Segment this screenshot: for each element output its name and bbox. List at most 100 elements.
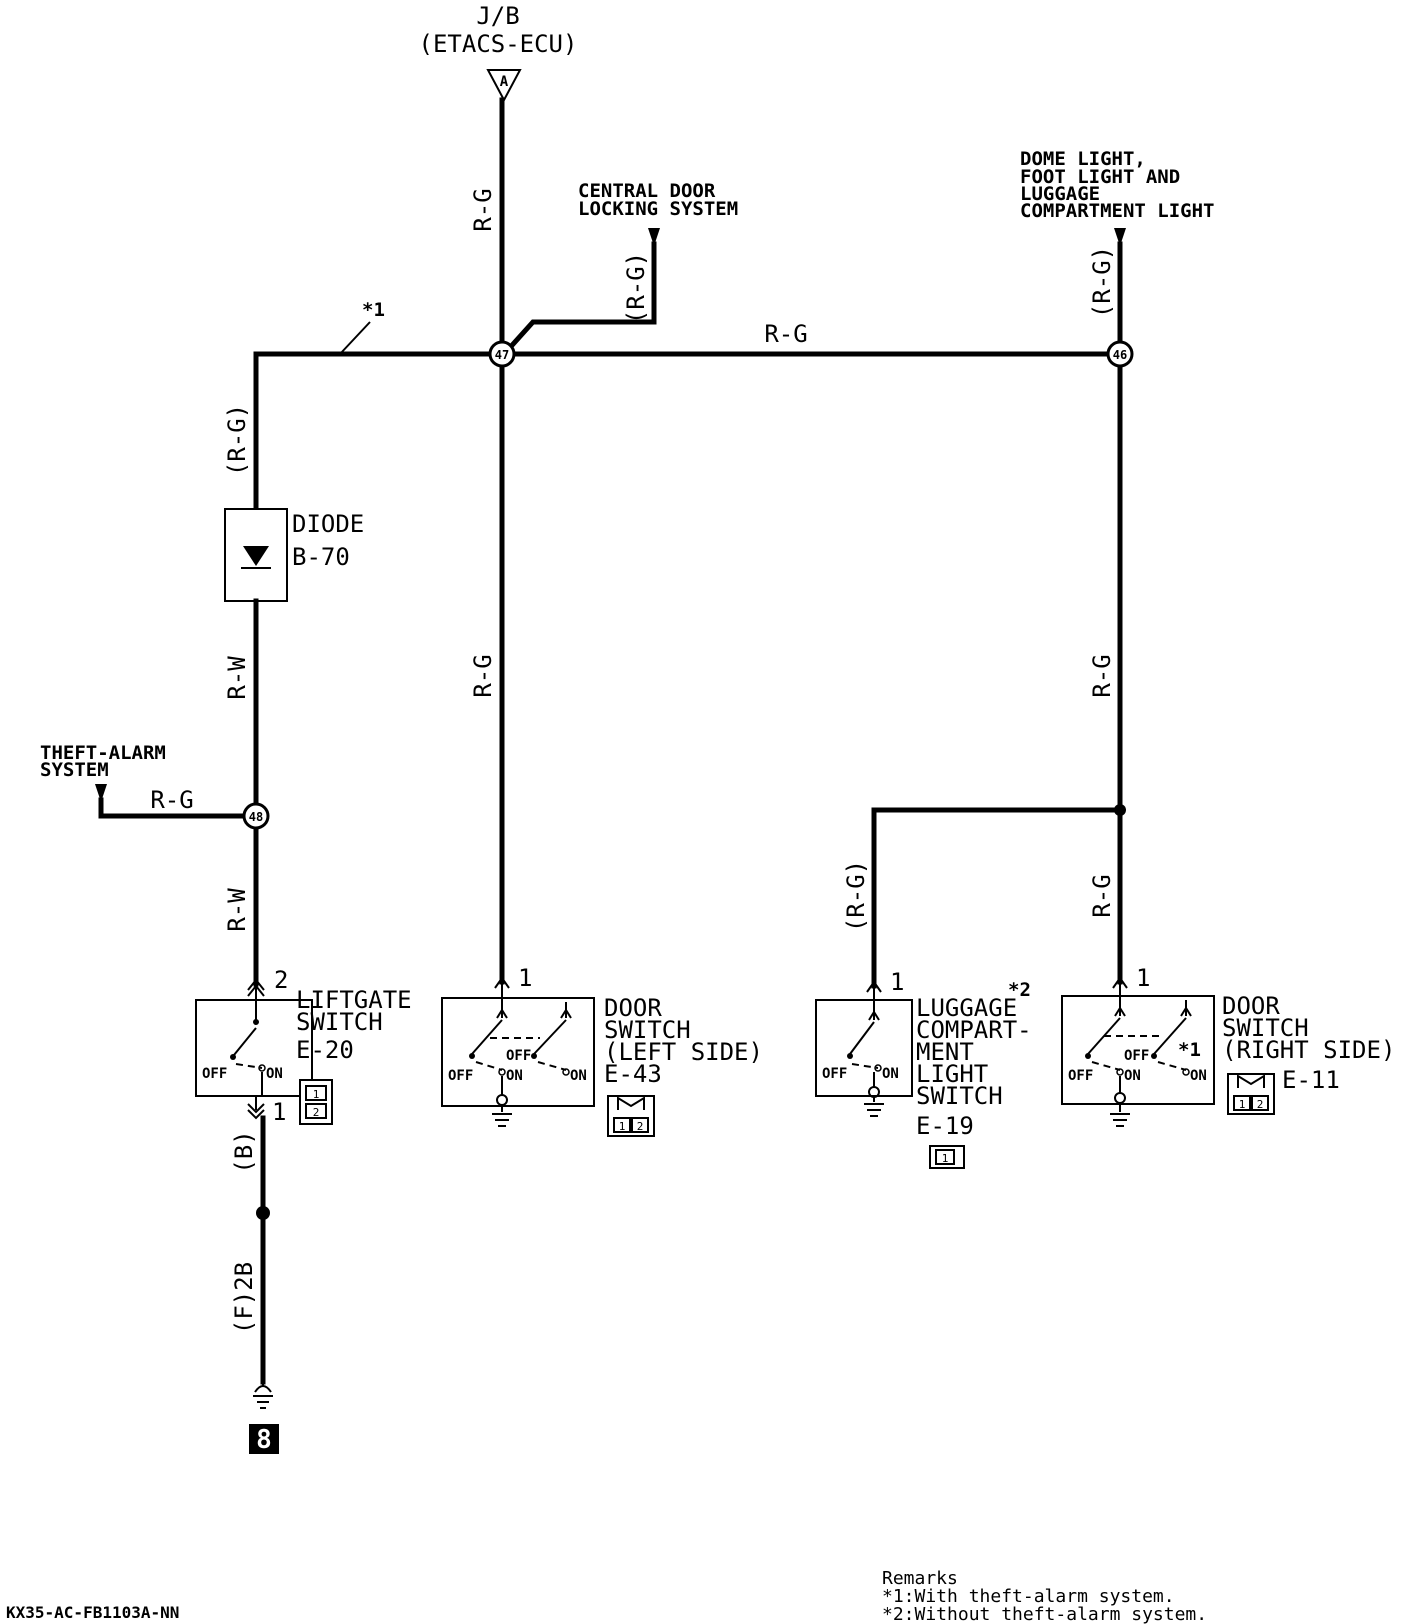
luggage-light-switch: 1 OFF ON *2 LUGGAGE COMPART- MENT LIGHT … (815, 968, 1032, 1169)
wire-label-right-vertical: R-G (1088, 654, 1116, 697)
liftgate-off-label: OFF (202, 1066, 227, 1082)
central-destination-line1: CENTRAL DOOR (578, 180, 716, 202)
left-door-switch: 1 OFF OFF ON ON DOOR SWITCH (LEFT SIDE) … (441, 964, 763, 1137)
junction-46-label: 46 (1113, 348, 1127, 362)
central-arrow-icon (648, 228, 660, 246)
dome-arrow-icon (1114, 228, 1126, 246)
luggage-label-line5: SWITCH (916, 1082, 1003, 1110)
ground-point-number: 8 (256, 1425, 272, 1455)
liftgate-code: E-20 (296, 1036, 354, 1064)
right-door-code: E-11 (1282, 1066, 1340, 1094)
wire-label-central: (R-G) (622, 252, 650, 324)
right-door-switch: 1 OFF OFF ON ON *1 DOOR SWITCH (RIGHT SI… (1061, 964, 1395, 1127)
theft-arrow-icon (95, 784, 107, 802)
wire-label-left-door-feed: R-G (469, 654, 497, 697)
luggage-label-line3: MENT (916, 1038, 974, 1066)
wire-label-liftgate-branch: (R-G) (223, 404, 251, 476)
ground-splice-dot (256, 1206, 270, 1220)
left-door-code: E-43 (604, 1060, 662, 1088)
liftgate-label-line2: SWITCH (296, 1008, 383, 1036)
star2-marker: *2 (1008, 979, 1031, 1001)
wire-theft-branch (98, 797, 246, 819)
source-terminal-label: A (500, 74, 509, 90)
star1-leader (339, 321, 371, 355)
junction-46 (1106, 340, 1134, 368)
source-subtitle: (ETACS-ECU) (419, 30, 578, 58)
left-door-label-line2: SWITCH (604, 1016, 691, 1044)
luggage-connector-icon (866, 980, 882, 993)
wire-label-main-vertical: R-G (469, 188, 497, 231)
wire-label-main-horizontal: R-G (764, 320, 807, 348)
central-destination-line2: LOCKING SYSTEM (578, 198, 738, 220)
luggage-on-label: ON (882, 1066, 899, 1082)
left-door-off-mid-label: OFF (506, 1048, 531, 1064)
junction-48-label: 48 (249, 810, 263, 824)
luggage-label-line1: LUGGAGE (916, 994, 1017, 1022)
splice-dot-right (1114, 804, 1126, 816)
right-door-connector-icon (1112, 976, 1128, 989)
remarks-line2: *2:Without theft-alarm system. (882, 1604, 1207, 1624)
left-door-off-label: OFF (448, 1068, 473, 1084)
luggage-label-line2: COMPART- (916, 1016, 1032, 1044)
luggage-label-line4: LIGHT (916, 1060, 988, 1088)
left-door-label-line1: DOOR (604, 994, 662, 1022)
svg-text:1: 1 (942, 1152, 949, 1165)
wire-luggage-feed (871, 807, 1123, 989)
remarks-title: Remarks (882, 1568, 958, 1589)
theft-destination-line2: SYSTEM (40, 759, 109, 781)
source-terminal-triangle (486, 69, 522, 103)
ground-symbol-icon (253, 1382, 273, 1409)
remarks-line1: *1:With theft-alarm system. (882, 1586, 1175, 1607)
svg-text:1: 1 (313, 1088, 320, 1101)
wire-label-right-door-feed: R-G (1088, 874, 1116, 917)
left-door-label-line3: (LEFT SIDE) (604, 1038, 763, 1066)
dome-destination-line3: LUGGAGE (1020, 183, 1100, 205)
diode-symbol-icon (243, 546, 269, 566)
dome-destination-line2: FOOT LIGHT AND (1020, 166, 1180, 188)
svg-text:2: 2 (637, 1120, 644, 1133)
luggage-pin: 1 (890, 968, 904, 996)
junction-47 (488, 340, 516, 368)
luggage-code: E-19 (916, 1112, 974, 1140)
right-door-pin: 1 (1136, 964, 1150, 992)
right-door-off-label: OFF (1068, 1068, 1093, 1084)
wire-label-diode-output: R-W (223, 656, 251, 700)
left-door-on1-label: ON (506, 1068, 523, 1084)
luggage-off-label: OFF (822, 1066, 847, 1082)
diode-label: DIODE (292, 510, 364, 538)
wire-label-ground: (B) (230, 1130, 258, 1173)
liftgate-switch: 2 OFF ON 1 LIFTGATE SWITCH E-20 1 2 (195, 966, 412, 1126)
right-door-off-mid-label: OFF (1124, 1048, 1149, 1064)
junction-47-label: 47 (495, 348, 509, 362)
liftgate-label-line1: LIFTGATE (296, 986, 412, 1014)
star1-marker: *1 (362, 299, 385, 321)
wire-label-liftgate-feed: R-W (223, 888, 251, 932)
ground-point-badge (249, 1424, 279, 1454)
figure-code: KX35-AC-FB1103A-NN (6, 1603, 179, 1622)
svg-text:2: 2 (313, 1106, 320, 1119)
liftgate-pin-top: 2 (274, 966, 288, 994)
liftgate-on-label: ON (266, 1066, 283, 1082)
right-door-on1-label: ON (1124, 1068, 1141, 1084)
right-door-label-line3: (RIGHT SIDE) (1222, 1036, 1395, 1064)
left-door-connector-icon (494, 976, 510, 989)
junction-48 (242, 802, 270, 830)
wire-label-dome: (R-G) (1088, 246, 1116, 318)
wire-central-branch (502, 241, 657, 356)
right-door-star1-marker: *1 (1178, 1039, 1201, 1061)
liftgate-pin-bottom: 1 (272, 1098, 286, 1126)
right-door-label-line1: DOOR (1222, 992, 1280, 1020)
svg-text:1: 1 (619, 1120, 626, 1133)
liftgate-bottom-connector-icon (247, 1103, 265, 1120)
right-door-on2-label: ON (1190, 1068, 1207, 1084)
diode-code: B-70 (292, 543, 350, 571)
source-title: J/B (476, 2, 519, 30)
dome-destination-line4: COMPARTMENT LIGHT (1020, 200, 1214, 222)
left-door-pin: 1 (518, 964, 532, 992)
theft-destination-line1: THEFT-ALARM (40, 742, 166, 764)
dome-destination-line1: DOME LIGHT, (1020, 148, 1146, 170)
svg-text:2: 2 (1257, 1098, 1264, 1111)
right-door-label-line2: SWITCH (1222, 1014, 1309, 1042)
wire-label-luggage: (R-G) (842, 860, 870, 932)
